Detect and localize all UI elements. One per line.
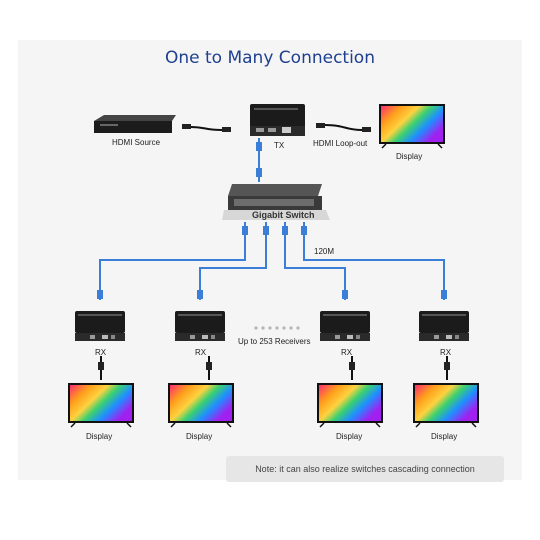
display-label-4: Display xyxy=(431,432,458,441)
display-tv-2 xyxy=(167,382,235,428)
hdmi-loopout-label: HDMI Loop-out xyxy=(313,139,368,148)
ethernet-plugs xyxy=(97,226,447,299)
diagram-title: One to Many Connection xyxy=(164,48,375,68)
display-label-3: Display xyxy=(336,432,363,441)
rx-device-3 xyxy=(320,311,370,341)
hdmi-cable-source xyxy=(182,124,231,132)
hdmi-source-label: HDMI Source xyxy=(112,138,161,147)
ethernet-cable-tx xyxy=(256,138,262,182)
rx-label-3: RX xyxy=(341,348,353,357)
tx-device xyxy=(250,104,305,136)
rx-label-1: RX xyxy=(95,348,107,357)
rx-device-2 xyxy=(175,311,225,341)
switch-label: Gigabit Switch xyxy=(252,210,315,220)
rx-label-2: RX xyxy=(195,348,207,357)
tx-label: TX xyxy=(274,141,285,150)
display-label-1: Display xyxy=(86,432,113,441)
receivers-count-label: Up to 253 Receivers xyxy=(238,337,311,346)
display-tv-1 xyxy=(67,382,135,428)
more-receivers-dots xyxy=(254,326,300,330)
ethernet-cables-rx xyxy=(99,222,445,300)
gigabit-switch-device xyxy=(222,184,330,220)
hdmi-cable-loopout xyxy=(316,123,371,132)
display-label-2: Display xyxy=(186,432,213,441)
display-top-label: Display xyxy=(396,152,423,161)
note-box: Note: it can also realize switches casca… xyxy=(226,456,504,482)
hdmi-source-device xyxy=(94,115,176,133)
display-top-tv xyxy=(378,103,446,149)
hdmi-cables-rx xyxy=(98,356,450,380)
bandwidth-label: 120M xyxy=(314,247,335,256)
display-tv-3 xyxy=(316,382,384,428)
rx-device-1 xyxy=(75,311,125,341)
note-text: Note: it can also realize switches casca… xyxy=(255,464,475,474)
rx-label-4: RX xyxy=(440,348,452,357)
rx-device-4 xyxy=(419,311,469,341)
display-tv-4 xyxy=(412,382,480,428)
